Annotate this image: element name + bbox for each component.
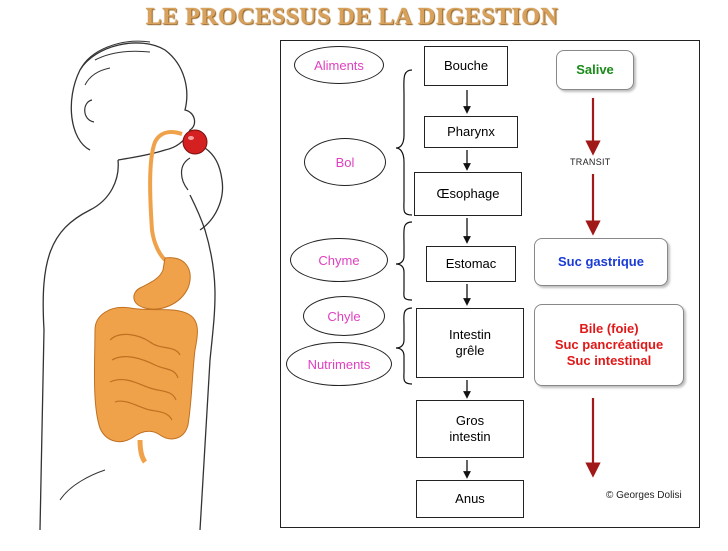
- organ-oesophage: Œsophage: [414, 172, 522, 216]
- organ-anus: Anus: [416, 480, 524, 518]
- stage-chyme: Chyme: [290, 238, 388, 282]
- stage-bol: Bol: [304, 138, 386, 186]
- stage-aliments: Aliments: [294, 46, 384, 84]
- organ-estomac: Estomac: [426, 246, 516, 282]
- page-title: LE PROCESSUS DE LA DIGESTION: [145, 4, 559, 30]
- boy-illustration: [0, 30, 280, 546]
- organ-pharynx: Pharynx: [424, 116, 518, 148]
- organ-bouche: Bouche: [424, 46, 508, 86]
- secretion-suc-gastrique: Suc gastrique: [534, 238, 668, 286]
- credit-label: © Georges Dolisi: [606, 490, 682, 501]
- transit-label: TRANSIT: [570, 157, 611, 167]
- digestive-system-drawing: [39, 40, 224, 531]
- stage-chyle: Chyle: [303, 296, 385, 336]
- secretion-intestinal: Bile (foie) Suc pancréatique Suc intesti…: [534, 304, 684, 386]
- organ-gros-intestin: Gros intestin: [416, 400, 524, 458]
- stage-nutriments: Nutriments: [286, 342, 392, 386]
- secretion-salive: Salive: [556, 50, 634, 90]
- organ-intestin-grele: Intestin grêle: [416, 308, 524, 378]
